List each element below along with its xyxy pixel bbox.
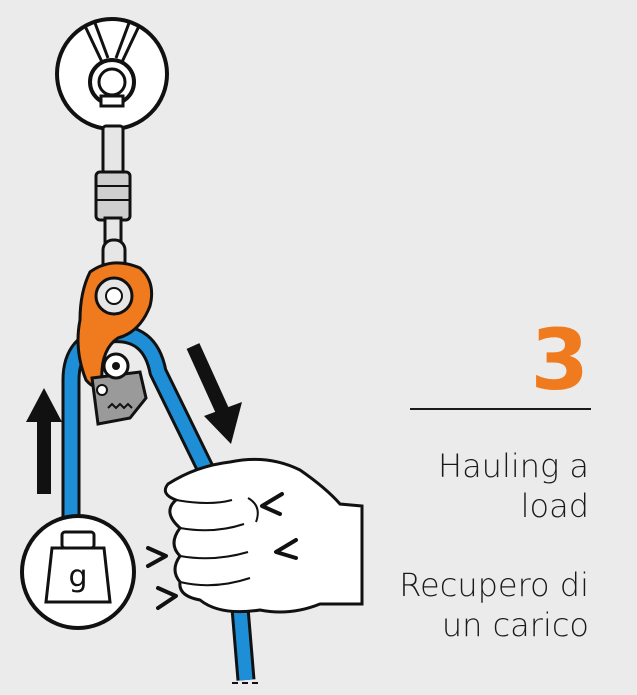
anchor-icon bbox=[55, 17, 169, 131]
pulley-icon bbox=[76, 261, 154, 426]
caption-english-line-1: Hauling a bbox=[438, 447, 589, 485]
caption-english: Hauling a load bbox=[329, 446, 589, 526]
caption-italian-line-2: un carico bbox=[441, 606, 589, 644]
caption-italian-line-1: Recupero di bbox=[399, 566, 589, 604]
up-arrow-icon bbox=[26, 388, 62, 494]
caption-italian: Recupero di un carico bbox=[329, 565, 589, 645]
step-number: 3 bbox=[530, 311, 589, 409]
hand-icon bbox=[163, 457, 364, 614]
weight-icon: g bbox=[20, 514, 136, 630]
caption-english-line-2: load bbox=[520, 487, 589, 525]
effort-marks-icon bbox=[146, 492, 298, 610]
divider bbox=[410, 408, 591, 410]
down-arrow-icon bbox=[186, 343, 242, 444]
weight-label: g bbox=[68, 559, 87, 594]
